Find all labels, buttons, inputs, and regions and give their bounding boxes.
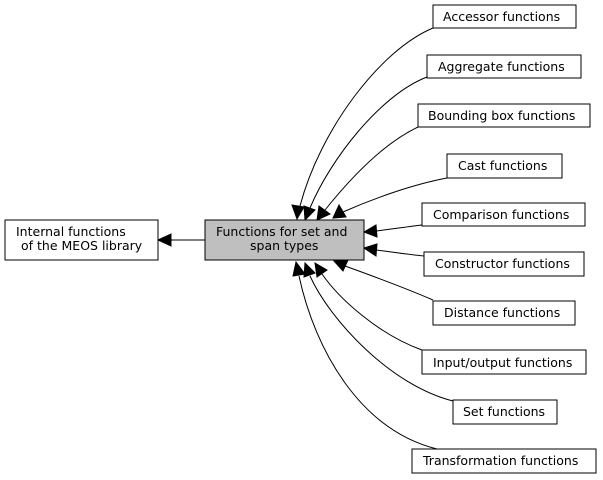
edges bbox=[156, 27, 454, 450]
node-comparison-functions[interactable]: Comparison functions bbox=[421, 202, 586, 227]
edge-transformation-arrow bbox=[292, 260, 306, 277]
edge-distance-arrow bbox=[332, 259, 349, 272]
edge-cast-arrow bbox=[332, 203, 347, 219]
edge-comparison bbox=[375, 224, 423, 232]
edge-transformation bbox=[298, 275, 438, 450]
node-distance-functions[interactable]: Distance functions bbox=[432, 300, 576, 326]
node-accessor-functions-label: Accessor functions bbox=[443, 9, 560, 24]
node-input-output-functions-label: Input/output functions bbox=[433, 355, 572, 370]
edge-parent-arrow bbox=[156, 233, 172, 247]
node-set-functions-label: Set functions bbox=[463, 404, 545, 419]
node-cast-functions-label: Cast functions bbox=[458, 158, 547, 173]
node-constructor-functions-label: Constructor functions bbox=[435, 256, 570, 271]
node-aggregate-functions-label: Aggregate functions bbox=[438, 59, 565, 74]
edge-constructor bbox=[375, 249, 425, 257]
node-internal-functions-line-1: Internal functions bbox=[16, 224, 126, 239]
node-internal-functions-line-2: of the MEOS library bbox=[21, 238, 143, 253]
node-distance-functions-label: Distance functions bbox=[444, 305, 560, 320]
node-set-span-functions[interactable]: Functions for set and span types bbox=[204, 219, 365, 261]
edge-set-arrow bbox=[303, 261, 316, 278]
node-aggregate-functions[interactable]: Aggregate functions bbox=[426, 54, 582, 79]
node-set-span-functions-line-1: Functions for set and bbox=[216, 224, 347, 239]
edge-aggregate-arrow bbox=[303, 205, 316, 222]
edge-accessor-arrow bbox=[291, 204, 305, 221]
node-constructor-functions[interactable]: Constructor functions bbox=[423, 251, 585, 277]
node-comparison-functions-label: Comparison functions bbox=[433, 207, 569, 222]
node-bounding-box-functions[interactable]: Bounding box functions bbox=[417, 103, 591, 128]
edge-accessor bbox=[299, 27, 434, 207]
node-transformation-functions[interactable]: Transformation functions bbox=[411, 448, 597, 474]
node-bounding-box-functions-label: Bounding box functions bbox=[428, 108, 575, 123]
edge-distance bbox=[344, 265, 434, 301]
edge-cast bbox=[342, 177, 448, 213]
node-cast-functions[interactable]: Cast functions bbox=[446, 153, 563, 179]
edge-comparison-arrow bbox=[362, 224, 378, 238]
edge-bounding-box-arrow bbox=[316, 205, 331, 221]
node-set-functions[interactable]: Set functions bbox=[452, 399, 558, 425]
node-transformation-functions-label: Transformation functions bbox=[422, 453, 578, 468]
edge-bounding-box bbox=[324, 126, 419, 211]
node-set-span-functions-line-2: span types bbox=[250, 238, 318, 253]
edge-constructor-arrow bbox=[362, 243, 378, 257]
node-internal-functions[interactable]: Internal functions of the MEOS library bbox=[4, 219, 159, 261]
node-accessor-functions[interactable]: Accessor functions bbox=[432, 4, 577, 29]
node-input-output-functions[interactable]: Input/output functions bbox=[421, 349, 587, 375]
edge-input-output-arrow bbox=[314, 262, 328, 278]
edge-input-output bbox=[321, 273, 423, 351]
edge-aggregate bbox=[309, 76, 428, 209]
edge-set bbox=[309, 275, 454, 402]
